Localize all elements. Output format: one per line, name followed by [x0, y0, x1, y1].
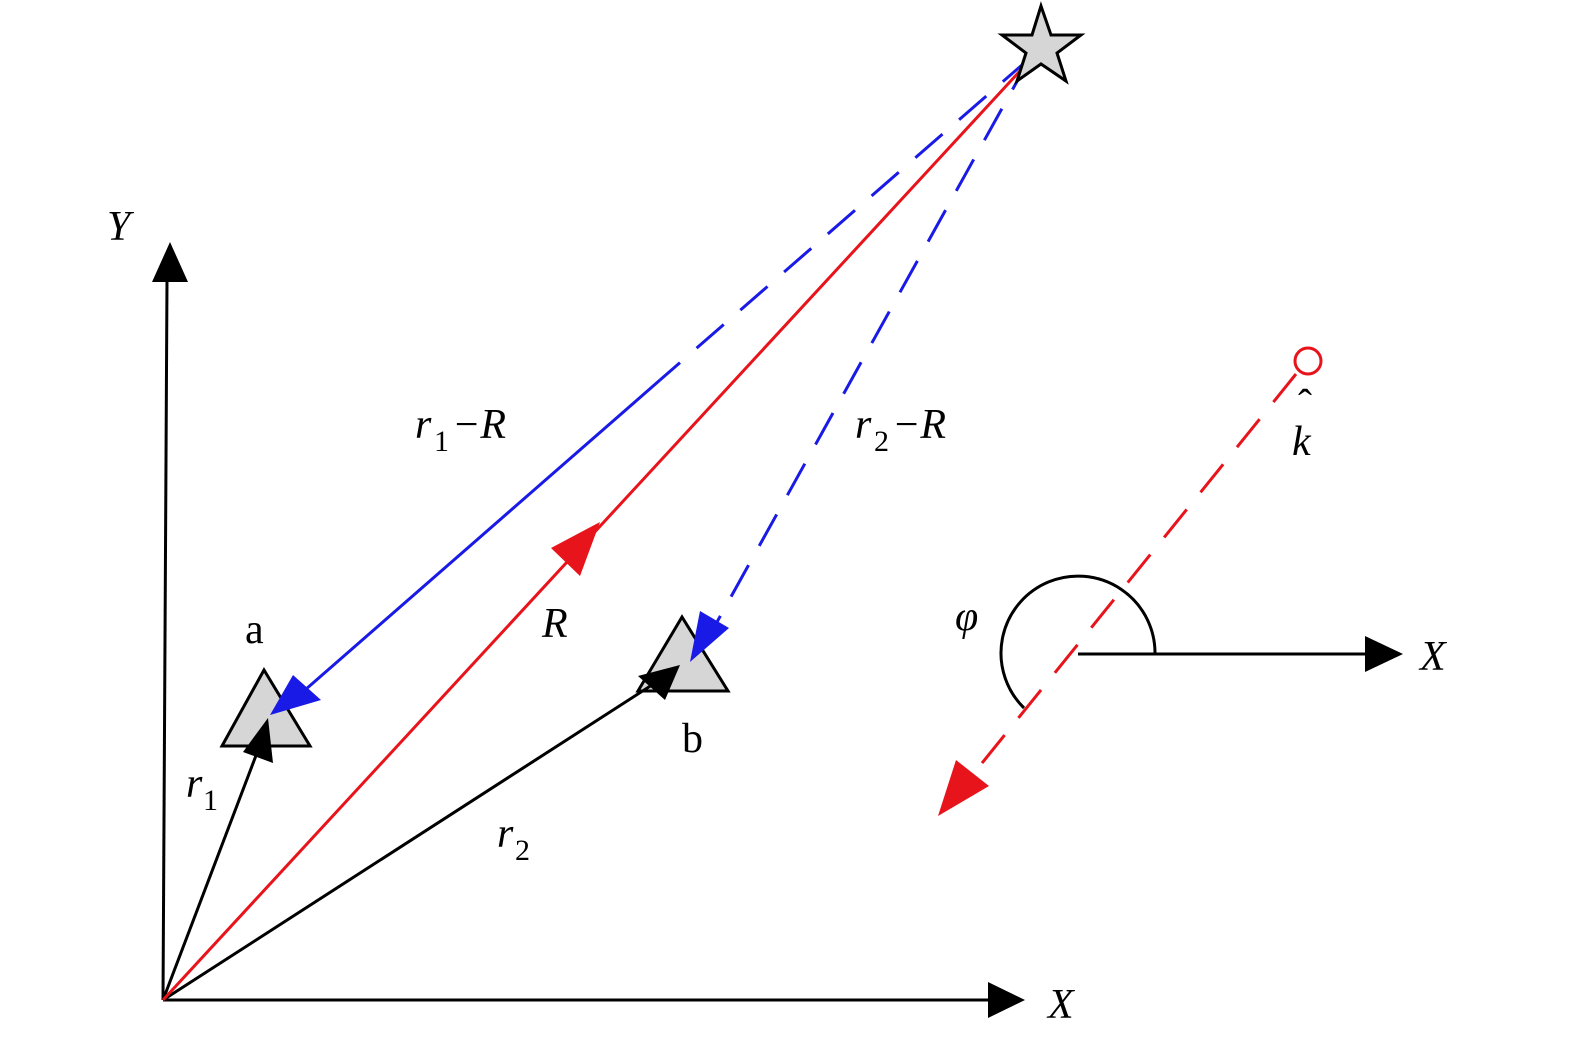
r2-arrowhead [638, 665, 680, 700]
r1-vector: r 1 [161, 718, 273, 1001]
local-x-axis-arrowhead [1365, 636, 1403, 672]
local-angle-frame: X φ [955, 574, 1448, 710]
r2-minus-R-arrowhead [690, 611, 729, 662]
r1-label: r [186, 761, 203, 807]
r1-minus-R-arrowhead [270, 675, 321, 715]
r2-minus-R-label: r [855, 402, 872, 448]
r2-vector: r 2 [162, 665, 680, 1002]
r1-minus-R-label-sub: 1 [434, 425, 449, 458]
r1-line [161, 744, 262, 1001]
r1-arrowhead [243, 718, 273, 763]
r2-line [162, 681, 656, 1002]
r2-label: r [497, 811, 514, 857]
r1-minus-R-label-rest: −R [452, 402, 506, 448]
r2-label-sub: 2 [515, 834, 530, 867]
r1-minus-R-label: r [415, 402, 432, 448]
R-line [161, 44, 1045, 1002]
k-hat-label: k [1292, 419, 1312, 465]
k-hat-arrowhead [938, 760, 989, 816]
y-axis-arrowhead [152, 242, 188, 282]
r2-minus-R-vector: r 2 −R [690, 57, 1032, 662]
circle-marker-icon [1293, 346, 1323, 376]
r2-minus-R-label-sub: 2 [874, 425, 889, 458]
y-axis-label: Y [107, 204, 135, 250]
k-hat-dashed-line [968, 373, 1298, 779]
phi-label: φ [955, 594, 978, 640]
r1-minus-R-solid [304, 378, 661, 692]
r2-minus-R-label-rest: −R [892, 402, 946, 448]
local-x-axis-label: X [1418, 634, 1448, 680]
r2-minus-R-dashed [705, 57, 1032, 641]
R-vector: R [161, 44, 1045, 1002]
x-axis-arrowhead [988, 982, 1025, 1018]
wave-direction: ˆ k [938, 346, 1323, 816]
phi-angle-arc [999, 574, 1157, 710]
sensor-b-label: b [682, 716, 703, 762]
r1-minus-R-dashed [659, 56, 1031, 382]
r1-label-sub: 1 [203, 784, 218, 817]
sensor-a-label: a [245, 607, 264, 653]
main-axes: Y X [107, 204, 1076, 1028]
R-arrowhead [551, 522, 600, 576]
y-axis-line [161, 279, 169, 1001]
r1-minus-R-vector: r 1 −R [270, 56, 1031, 715]
k-hat-hat: ˆ [1298, 382, 1312, 428]
x-axis-label: X [1046, 982, 1076, 1028]
star-icon [997, 1, 1086, 85]
R-label: R [541, 601, 568, 647]
